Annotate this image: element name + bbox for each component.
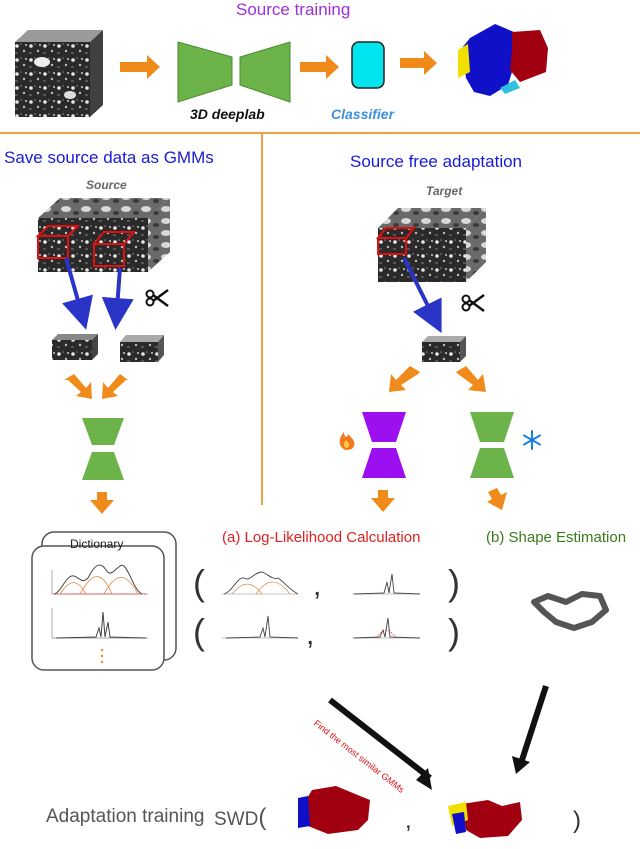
- target-patch-cube: [422, 336, 466, 362]
- source-patch-cube: [120, 335, 164, 362]
- classifier-block: [351, 41, 385, 89]
- save-source-title: Save source data as GMMs: [4, 148, 214, 167]
- target-label: Target: [426, 184, 463, 198]
- gmm-plot: [51, 564, 148, 595]
- orange-arrow: [120, 55, 160, 79]
- swd-label: SWD(: [214, 804, 266, 832]
- match-arrow: [328, 697, 432, 790]
- orange-arrow: [102, 374, 128, 399]
- orange-arrow: [90, 492, 114, 514]
- orange-arrow: [487, 488, 507, 510]
- scissors-icon: [145, 288, 169, 308]
- deeplab-decoder-block: [239, 41, 291, 103]
- svg-text:(: (: [193, 611, 205, 652]
- orange-arrow: [456, 366, 486, 392]
- snowflake-icon: [523, 430, 541, 450]
- svg-text:): ): [448, 611, 460, 652]
- scissors-icon: [461, 293, 485, 313]
- frozen-encoder-block: [470, 412, 514, 478]
- classifier-label: Classifier: [331, 106, 395, 122]
- svg-text:(: (: [193, 562, 205, 603]
- more-dots: [100, 648, 104, 664]
- source-patch-cube: [52, 334, 98, 360]
- deeplab-encoder-block: [177, 41, 233, 103]
- orange-arrow: [371, 490, 395, 512]
- trainable-encoder-block: [362, 412, 406, 478]
- gmm-encoder-block: [82, 418, 124, 480]
- svg-text:,: ,: [313, 569, 321, 602]
- crop-arrow: [101, 267, 134, 330]
- gmm-pair-row: ( , ): [193, 611, 460, 652]
- orange-arrow: [64, 374, 92, 399]
- adaptation-title: Source free adaptation: [350, 152, 523, 171]
- swd-open-paren: (: [258, 804, 267, 831]
- swd-text: SWD: [214, 809, 259, 830]
- source-label: Source: [86, 178, 127, 192]
- crop-arrow: [402, 257, 442, 334]
- gmm-pair-row: ( , ): [193, 562, 460, 603]
- adaptation-training-label: Adaptation training: [46, 806, 205, 827]
- shape-segmentation: [448, 800, 522, 838]
- shape-estimation-outline: [531, 591, 609, 631]
- fire-icon: [339, 432, 355, 450]
- segmentation-output: [458, 24, 548, 96]
- shape-estimation-label: (b) Shape Estimation: [486, 529, 627, 546]
- gmm-plot: [51, 608, 148, 639]
- orange-arrow: [400, 51, 437, 75]
- log-likelihood-label: (a) Log-Likelihood Calculation: [222, 529, 421, 546]
- source-volume-cube: [15, 30, 103, 117]
- orange-arrow: [300, 55, 339, 79]
- svg-text:,: ,: [306, 618, 314, 651]
- source-training-title: Source training: [236, 0, 351, 19]
- svg-text:): ): [448, 562, 460, 603]
- dictionary-label: Dictionary: [70, 537, 124, 551]
- orange-arrow: [389, 366, 420, 392]
- source-volume-slab: [35, 198, 170, 272]
- crop-arrow: [62, 257, 93, 330]
- shape-arrow: [512, 685, 549, 774]
- deeplab-label: 3D deeplab: [190, 106, 265, 122]
- target-volume-cube: [375, 208, 486, 282]
- adapted-segmentation: [298, 786, 370, 834]
- swd-comma: ,: [405, 807, 412, 834]
- swd-close-paren: ): [573, 807, 581, 834]
